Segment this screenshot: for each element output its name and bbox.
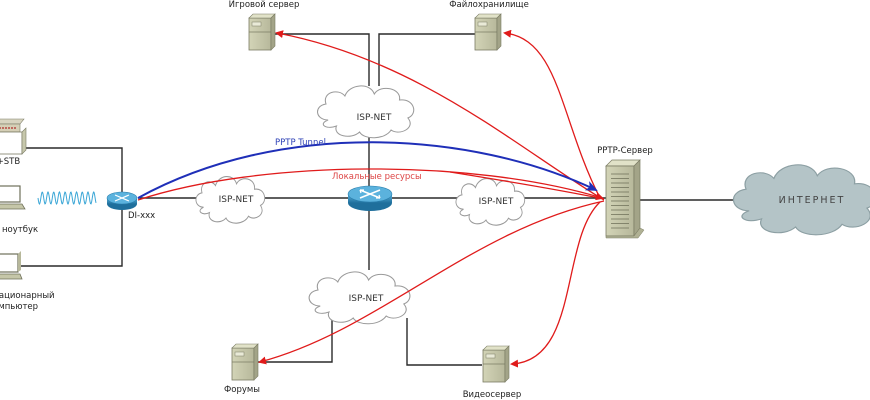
wire-desktop-router: [20, 206, 123, 267]
wireless-signal-icon: [37, 190, 97, 205]
wires: [20, 33, 738, 366]
client-desktop-label-line2: компьютер: [0, 302, 38, 312]
wire-isp-bottom-video: [406, 318, 482, 366]
game-server-icon: [248, 13, 276, 51]
client-desktop-label-line1: Стационарный: [0, 291, 55, 301]
wire-iptv-router: [22, 147, 123, 198]
cloud-isp-bottom-label: ISP-NET: [349, 294, 384, 304]
link-pptp-files: [503, 29, 601, 199]
set-top-box-icon: [0, 118, 27, 155]
core-router-icon: [347, 185, 393, 211]
link-pptp-forums: [258, 200, 605, 365]
pptp-server-label: PPTP-Сервер: [597, 146, 653, 156]
laptop-icon: [0, 185, 26, 210]
wire-isp-top-files: [378, 33, 475, 86]
internet-label: ИНТЕРНЕТ: [779, 195, 846, 206]
cloud-isp-top-label: ISP-NET: [357, 113, 392, 123]
home-router-label: DI-xxx: [128, 211, 155, 221]
file-server-label: Файлохранилище: [449, 0, 529, 10]
video-server-icon: [482, 345, 510, 383]
pptp-tunnel-link: [137, 141, 598, 199]
wire-isp-bottom-forums: [258, 318, 333, 363]
pptp-tunnel-label: PPTP Tunnel: [275, 138, 326, 148]
link-pptp-right: [449, 171, 605, 200]
video-server-label: Видеосервер: [463, 390, 522, 400]
client-iptv-label: IPTV+STB: [0, 157, 20, 167]
wire-isp-top-game: [275, 33, 370, 86]
desktop-icon: [0, 251, 23, 280]
local-resources-label: Локальные ресурсы: [332, 172, 422, 182]
forums-server-label: Форумы: [224, 385, 260, 395]
link-local-main: [137, 168, 604, 201]
home-router-icon: [106, 191, 138, 210]
cloud-isp-top: [317, 85, 415, 139]
cloud-isp-right-label: ISP-NET: [479, 197, 514, 207]
client-laptop-label: ноутбук: [2, 225, 38, 235]
cloud-isp-left-label: ISP-NET: [219, 195, 254, 205]
file-server-icon: [474, 13, 502, 51]
link-pptp-video: [510, 201, 601, 368]
forums-server-icon: [231, 343, 259, 381]
pptp-server-icon: [605, 159, 645, 239]
game-server-label: Игровой сервер: [229, 0, 300, 10]
